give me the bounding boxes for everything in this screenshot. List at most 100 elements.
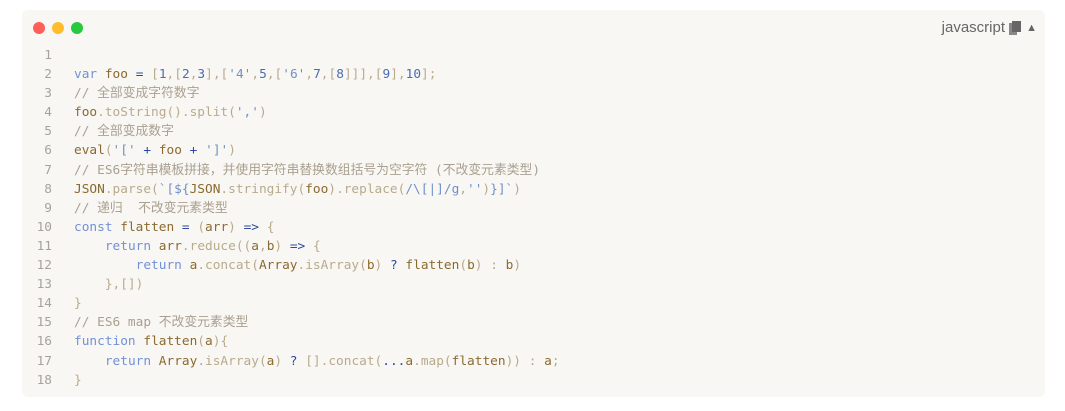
code-token: .parse( — [104, 181, 159, 197]
line-number: 1 — [44, 48, 52, 63]
code-token: ,[ — [320, 67, 337, 83]
code-token: ){ — [212, 334, 229, 350]
code-token: , — [258, 238, 267, 254]
line-number: 13 — [36, 277, 52, 293]
code-token: + — [189, 143, 198, 159]
code-token — [197, 143, 205, 158]
code-token: a — [205, 334, 213, 350]
code-token: eval — [74, 143, 105, 159]
code-line: 1 — [22, 46, 560, 65]
minimize-dot-icon — [52, 22, 64, 34]
code-token: return — [104, 353, 152, 369]
code-token: .isArray( — [297, 258, 367, 274]
code-line: 17 return Array.isArray(a) ? [].concat(.… — [22, 352, 560, 371]
code-token — [151, 354, 159, 369]
code-token: arr — [205, 219, 229, 235]
code-token: , — [305, 67, 314, 83]
code-token: ,[ — [266, 67, 283, 83]
code-token: JSON — [189, 181, 221, 197]
code-token: ) — [228, 143, 236, 159]
code-token: ) — [258, 105, 267, 121]
code-token: flatten — [405, 258, 460, 274]
code-token: ], — [390, 67, 406, 83]
code-token: [].concat( — [297, 353, 383, 369]
code-token: Array — [258, 258, 298, 274]
line-number: 16 — [36, 334, 52, 350]
code-line: 18} — [22, 371, 560, 390]
code-token: /\[|]/g — [405, 181, 460, 197]
code-token: '[' — [112, 143, 136, 159]
code-token: .isArray( — [197, 353, 267, 369]
code-token: // 全部变成字符数字 — [74, 86, 200, 102]
code-token: return — [104, 238, 152, 254]
code-token: ) — [482, 181, 491, 197]
code-token: 1 — [158, 67, 167, 83]
code-token: ']' — [205, 143, 229, 159]
code-token — [174, 220, 182, 235]
code-token: = — [135, 67, 144, 83]
code-token: a — [266, 353, 275, 369]
code-token: 3 — [197, 67, 206, 83]
code-token: ; — [551, 353, 560, 369]
code-token: .concat( — [197, 258, 259, 274]
language-label: javascript — [941, 19, 1005, 36]
code-token: // ES6字符串模板拼接，并使用字符串替换数组括号为空字符 (不改变元素类型) — [74, 162, 541, 178]
code-token: flatten — [143, 334, 198, 350]
code-token: } — [74, 372, 82, 388]
code-token: ( — [104, 143, 113, 159]
code-token: ) — [513, 181, 521, 197]
code-line: 12 return a.concat(Array.isArray(b) ? fl… — [22, 256, 560, 275]
close-dot-icon — [33, 22, 45, 34]
code-token: },[]) — [74, 277, 144, 293]
code-token — [182, 258, 190, 273]
code-line: 15// ES6 map 不改变元素类型 — [22, 313, 560, 332]
code-token: b — [467, 258, 475, 274]
code-token: ',' — [235, 105, 259, 121]
line-number: 2 — [44, 67, 52, 83]
code-line: 14} — [22, 294, 560, 313]
code-token: foo — [74, 105, 98, 121]
code-token: a — [251, 238, 259, 254]
code-token: '' — [467, 181, 483, 197]
code-token: .stringify( — [220, 181, 306, 197]
code-token: flatten — [451, 353, 506, 369]
code-token: ) — [513, 258, 522, 274]
code-token: return — [135, 258, 182, 274]
code-token: const — [74, 219, 113, 235]
code-token: foo — [305, 181, 329, 197]
code-token: ... — [382, 353, 406, 369]
code-token: var — [74, 67, 98, 83]
code-token: // 全部变成数字 — [74, 124, 174, 140]
code-token: ? — [289, 353, 298, 369]
code-token: { — [305, 238, 321, 254]
code-line: 3// 全部变成字符数字 — [22, 84, 560, 103]
code-token: `[${ — [158, 181, 190, 197]
line-number: 4 — [44, 105, 52, 121]
code-token: } — [74, 296, 82, 312]
code-token: ) — [228, 219, 244, 235]
code-token — [74, 258, 136, 273]
code-token: a — [405, 353, 414, 369]
code-token: b — [366, 258, 375, 274]
code-token: , — [251, 67, 260, 83]
code-token: , — [459, 181, 467, 197]
code-token: JSON — [74, 181, 105, 197]
code-token: ) : — [474, 258, 506, 274]
code-token: [ — [143, 67, 159, 83]
code-token: => — [289, 238, 306, 254]
maximize-dot-icon — [71, 22, 83, 34]
code-token: ]; — [421, 67, 437, 83]
code-token: b — [505, 258, 514, 274]
code-token: arr — [158, 238, 182, 254]
copy-icon[interactable] — [1009, 21, 1021, 35]
code-token: '4' — [228, 67, 252, 83]
line-number: 10 — [36, 219, 52, 235]
collapse-chevron-icon[interactable]: ▲ — [1026, 22, 1037, 34]
code-token: => — [243, 219, 260, 235]
code-token: .reduce(( — [181, 238, 252, 254]
code-token: a — [189, 258, 198, 274]
